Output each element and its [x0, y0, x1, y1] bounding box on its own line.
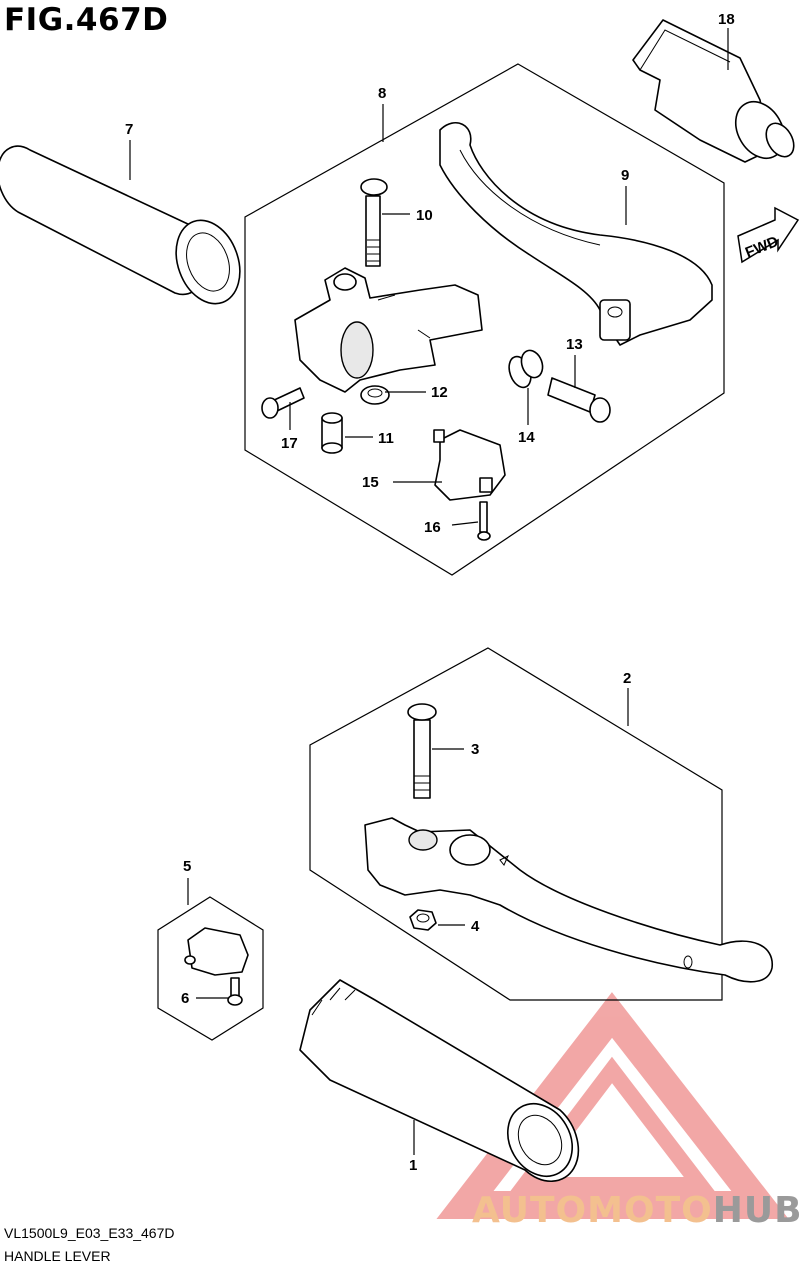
lever-holder-bracket-part-8 — [294, 267, 483, 393]
callout-6: 6 — [181, 990, 189, 1007]
callout-2: 2 — [623, 670, 631, 687]
screw-part-6 — [227, 977, 243, 1006]
callout-12: 12 — [431, 384, 448, 401]
left-grip-part-7 — [0, 145, 241, 305]
callout-17: 17 — [281, 435, 298, 452]
watermark-brand-left: AUTOMOTO — [472, 1190, 713, 1231]
adjuster-bolt-part-13 — [547, 377, 611, 423]
callout-14: 14 — [518, 429, 535, 446]
callout-10: 10 — [416, 207, 433, 224]
callout-3: 3 — [471, 741, 479, 758]
model-code: VL1500L9_E03_E33_467D — [4, 1225, 175, 1241]
callout-8: 8 — [378, 85, 386, 102]
callout-labels: 1 2 3 4 5 6 7 8 9 10 11 12 13 14 15 16 1… — [125, 11, 735, 1174]
bushing-part-11 — [321, 412, 343, 454]
clutch-lever-part-9 — [439, 121, 713, 346]
callout-16: 16 — [424, 519, 441, 536]
throttle-cover-part-18 — [632, 19, 795, 163]
pivot-bolt-part-3 — [407, 703, 437, 799]
nut-part-12 — [360, 385, 390, 405]
callout-13: 13 — [566, 336, 583, 353]
pivot-bolt-part-10 — [360, 178, 388, 267]
brake-lever-part-2 — [364, 817, 773, 983]
callout-7: 7 — [125, 121, 133, 138]
assembly-box-2 — [309, 647, 723, 1001]
callout-11: 11 — [378, 430, 394, 447]
screw-part-17 — [261, 387, 305, 419]
switch-screw-part-16 — [477, 501, 491, 541]
figure-title: FIG.467D — [4, 2, 169, 38]
clutch-switch-part-15 — [433, 429, 506, 501]
section-name: HANDLE LEVER — [4, 1248, 111, 1264]
callout-18: 18 — [718, 11, 735, 28]
callout-15: 15 — [362, 474, 379, 491]
adjuster-part-14 — [508, 349, 544, 389]
callout-4: 4 — [471, 918, 480, 935]
footer: VL1500L9_E03_E33_467D HANDLE LEVER — [4, 1222, 175, 1268]
watermark-text: AUTOMOTOHUB — [472, 1190, 800, 1231]
nut-part-4 — [409, 909, 437, 931]
callout-5: 5 — [183, 858, 191, 875]
callout-9: 9 — [621, 167, 629, 184]
assembly-box-8 — [244, 63, 725, 576]
assembly-box-5 — [157, 896, 264, 1041]
forward-arrow-icon: FWD — [737, 206, 800, 264]
brake-switch-part-5 — [184, 927, 249, 976]
watermark-brand-right: HUB — [712, 1190, 800, 1231]
callout-1: 1 — [409, 1157, 417, 1174]
throttle-grip-part-1 — [299, 979, 580, 1183]
leader-lines — [129, 28, 729, 1155]
